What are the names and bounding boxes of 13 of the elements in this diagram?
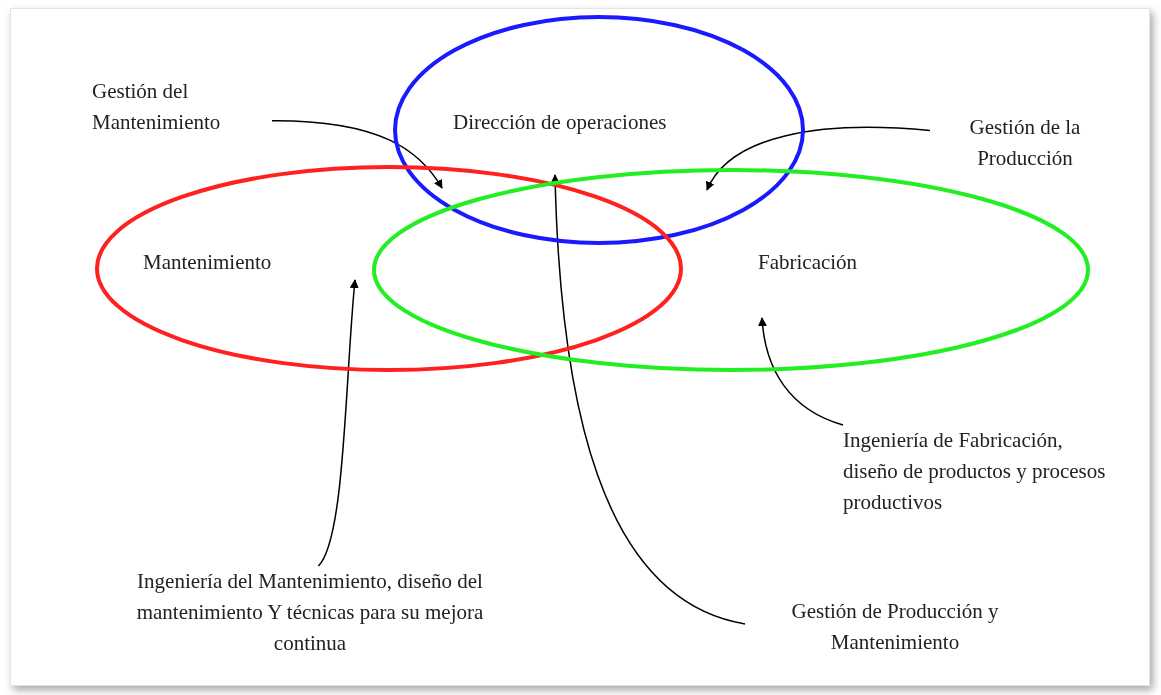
callout-text: Gestión de la Producción: [968, 114, 1082, 172]
callout-text: Ingeniería del Mantenimiento, diseño del mantenimiento Y técnicas para su mejora continua: [135, 568, 485, 657]
callout-text: Gestión del Mantenimiento: [92, 78, 222, 136]
callout-text: Gestión de Producción y Mantenimiento: [790, 598, 1000, 656]
leader-arrow: [271, 119, 443, 189]
set-label: Dirección de operaciones: [453, 110, 667, 135]
callout-text: Ingeniería de Fabricación, diseño de productos y procesos productivos: [843, 427, 1107, 516]
leader-arrow: [550, 174, 746, 625]
set-label: Fabricación: [758, 250, 858, 275]
set-label: Mantenimiento: [143, 250, 272, 275]
leader-arrow: [758, 317, 844, 426]
leader-arrow: [317, 279, 359, 567]
leader-arrow: [706, 126, 931, 191]
